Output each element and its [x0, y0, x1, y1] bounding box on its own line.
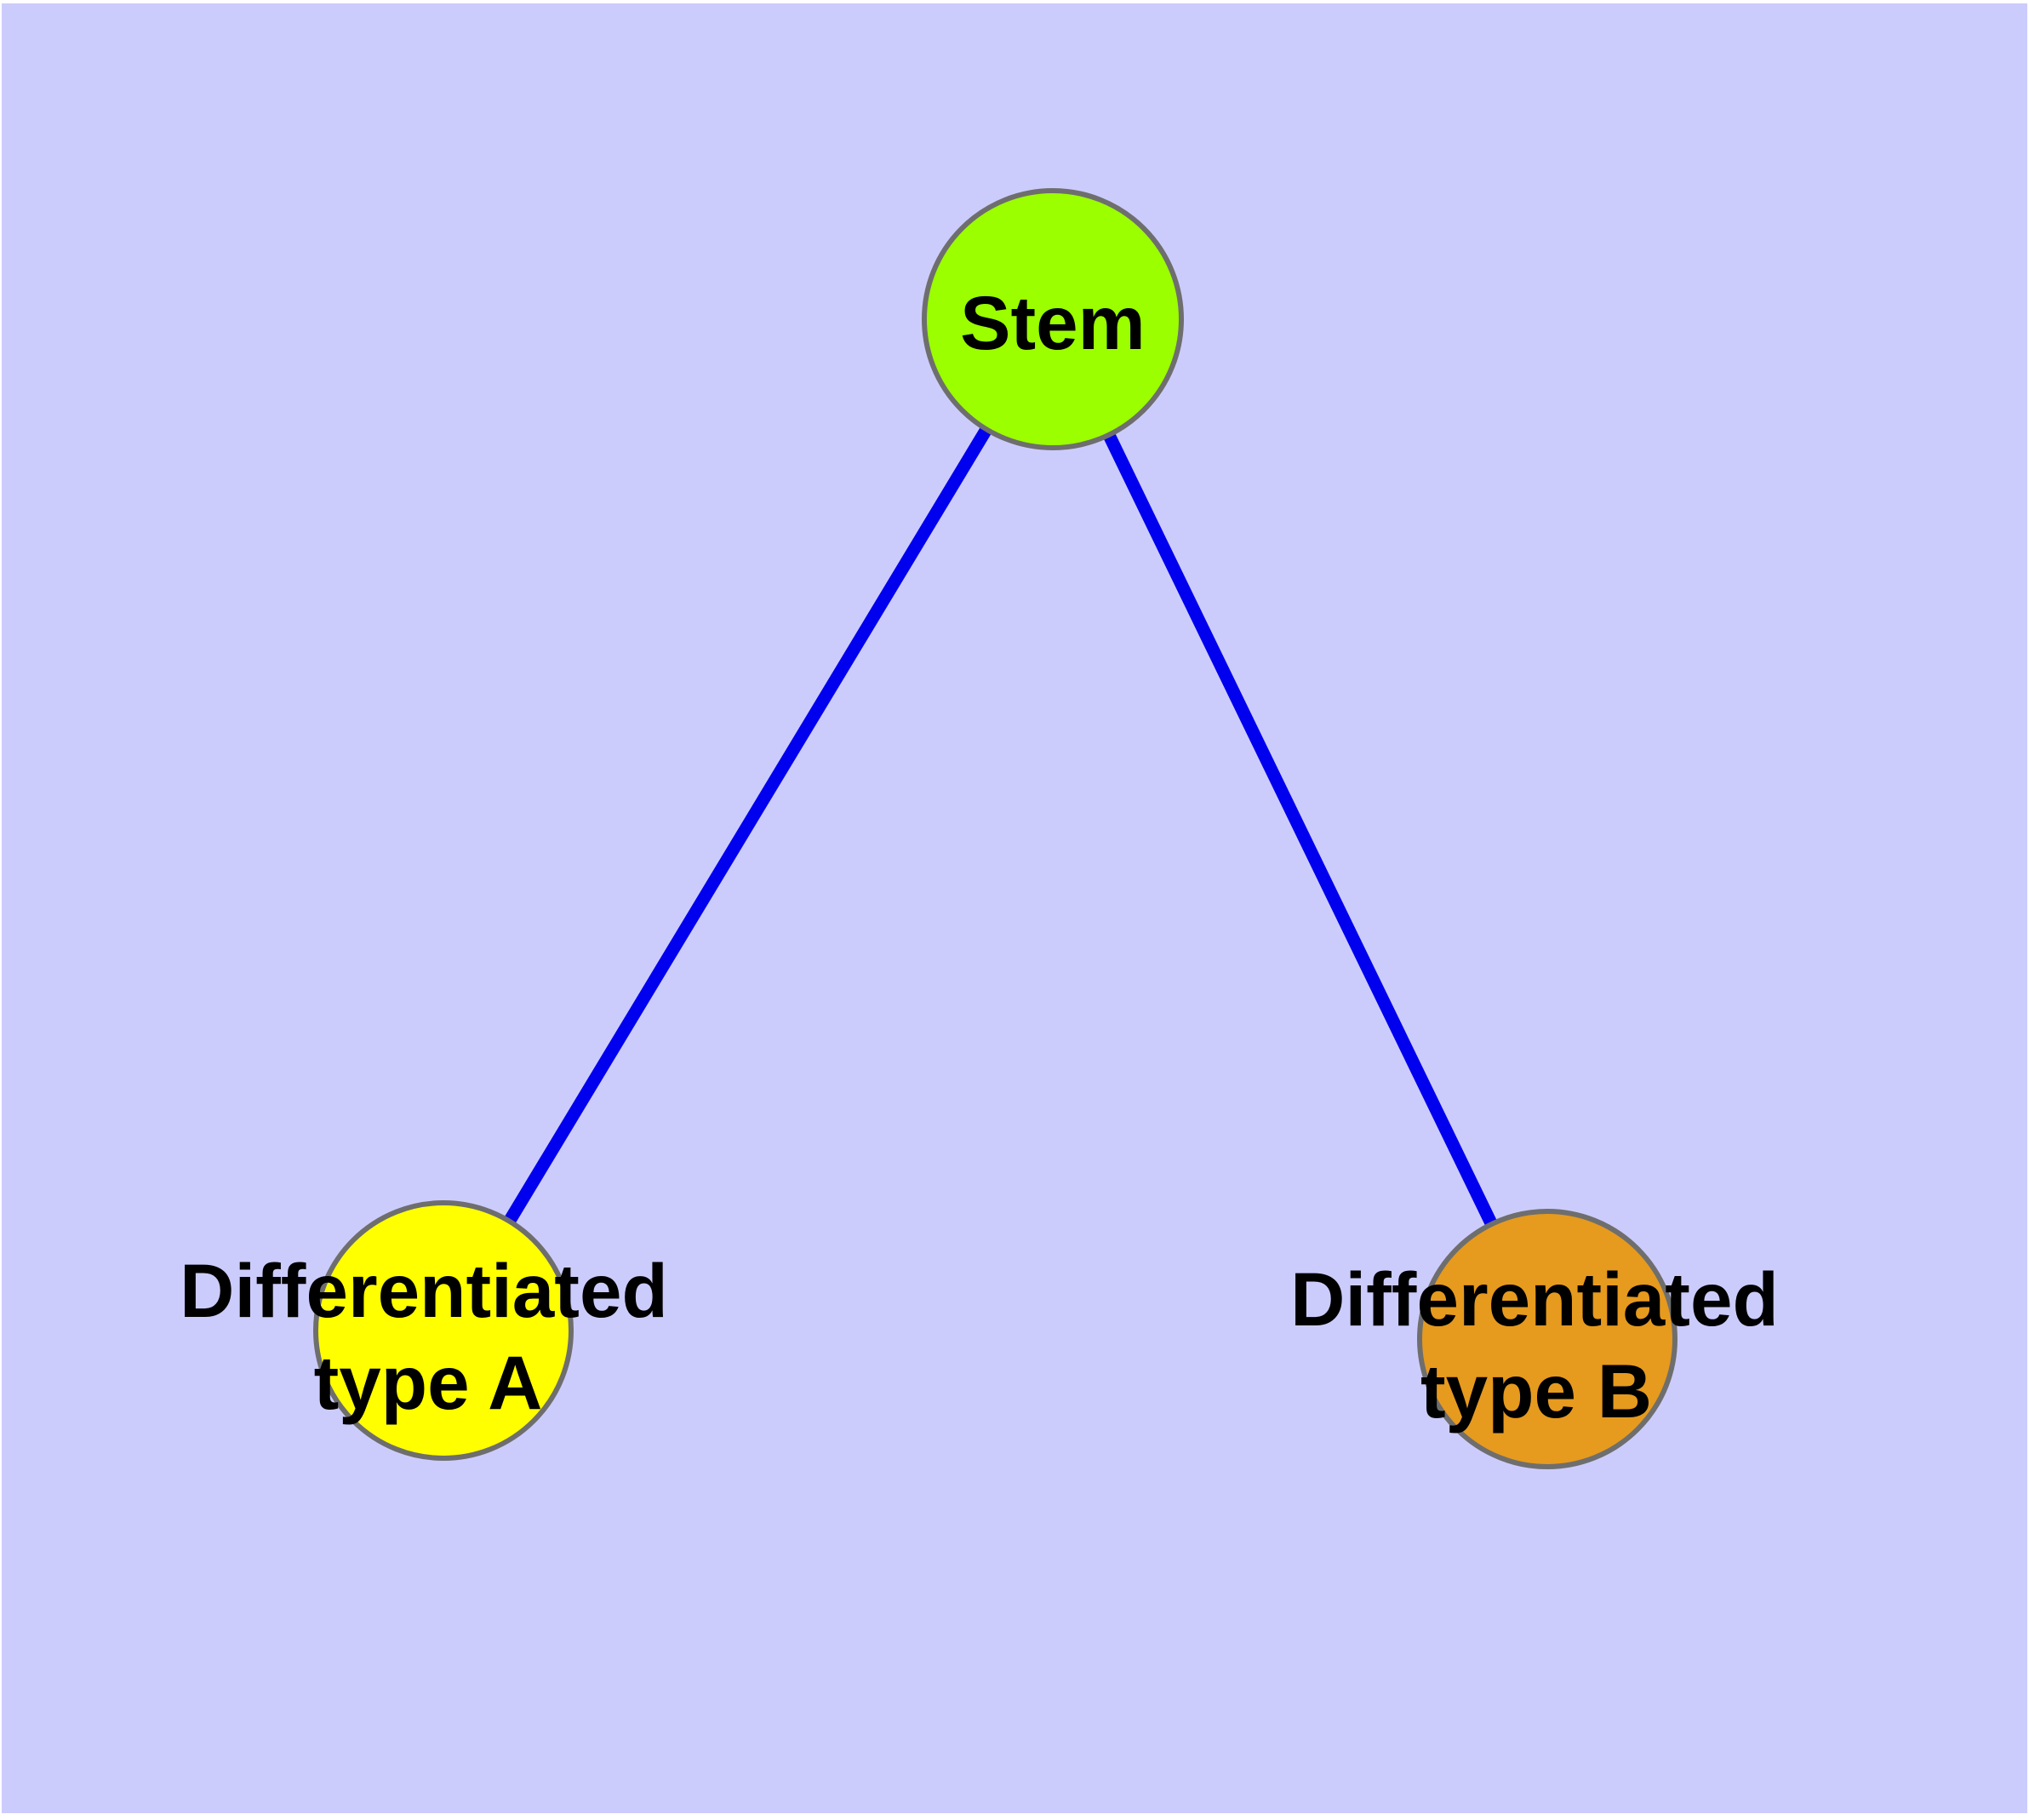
type-a-node-label-line1: Differentiated — [180, 1248, 668, 1333]
stem-node-label: Stem — [960, 280, 1146, 365]
type-a-node-circle — [313, 1200, 574, 1461]
type-b-node-label-line2: type B — [1420, 1348, 1652, 1434]
stem-node-circle — [922, 188, 1184, 450]
type-b-node-label-line1: Differentiated — [1290, 1256, 1779, 1342]
edge-stem-to-type-a — [437, 316, 1059, 1334]
type-a-node-label-line2: type A — [314, 1340, 543, 1425]
type-b-node-circle — [1417, 1209, 1677, 1469]
edge-stem-to-type-b — [1047, 316, 1553, 1342]
